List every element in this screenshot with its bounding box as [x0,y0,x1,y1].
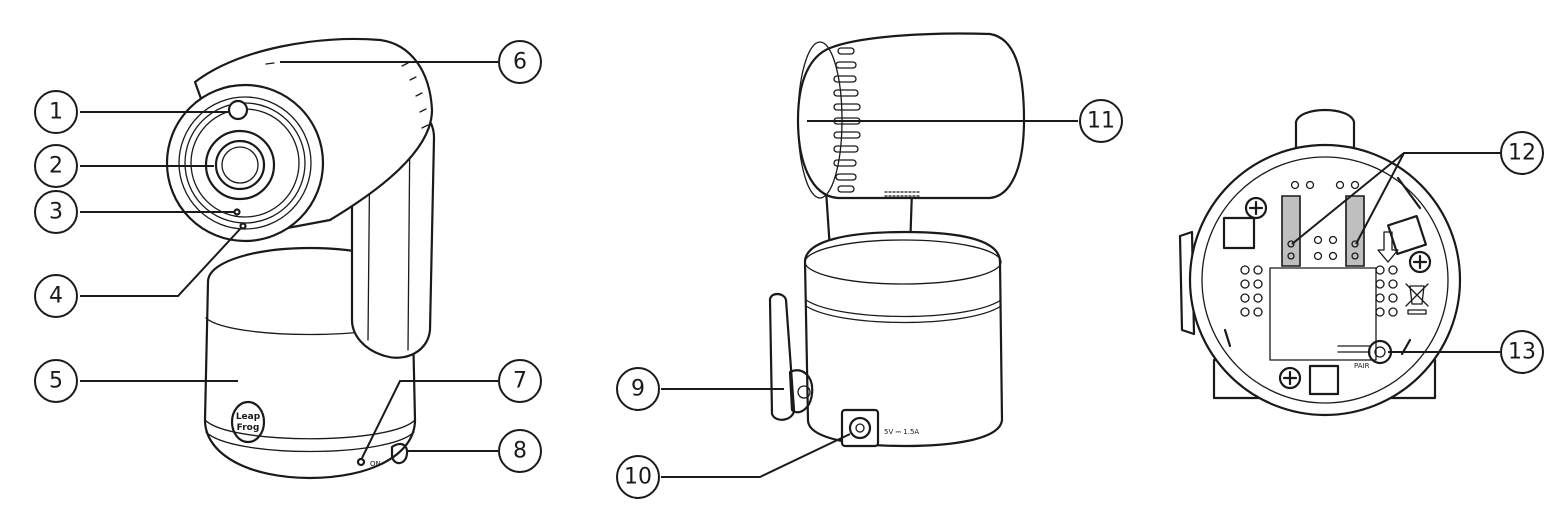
antenna-hinge [788,369,814,414]
on-label: ON [370,460,381,468]
callout-4: 4 [34,274,78,318]
callout-3: 3 [34,190,78,234]
speaker-grill [833,47,861,193]
callout-12-label: 12 [1508,141,1536,166]
callout-7: 7 [498,359,542,403]
callout-11-label: 11 [1087,109,1115,134]
power-port-housing [840,408,880,448]
back-base [803,230,1004,448]
callout-7-label: 7 [513,369,527,394]
power-port [848,416,872,440]
callout-1: 1 [34,90,78,134]
power-switch [390,442,409,465]
bottom-view-mount: PAIR [1178,108,1462,417]
callout-11: 11 [1079,99,1123,143]
light-sensor [227,99,249,121]
pad-square-left [1222,216,1256,250]
callout-1-label: 1 [49,100,63,125]
callout-13-label: 13 [1508,340,1536,365]
leapfrog-logo [230,400,266,444]
pad-square-right [1386,214,1428,256]
status-led [239,222,247,230]
leader-lines [80,61,1500,478]
callout-5-label: 5 [49,369,63,394]
charging-contact-left [1281,195,1301,267]
screw-icon-bottom [1278,366,1302,390]
callout-10-label: 10 [624,465,652,490]
charging-contact-right [1345,195,1365,267]
callout-8-label: 8 [513,439,527,464]
logo-text-2: Frog [237,423,260,433]
callout-6-label: 6 [513,50,527,75]
callout-2: 2 [34,144,78,188]
callout-12: 12 [1500,131,1544,175]
ventilation-holes [1240,180,1398,317]
pair-label: PAIR [1354,362,1370,370]
callout-4-label: 4 [49,284,63,309]
power-led [356,457,366,467]
logo-text-1: Leap [236,412,261,422]
callout-2-label: 2 [49,154,63,179]
callout-9: 9 [616,367,660,411]
screw-icon-right [1408,250,1432,274]
back-head [796,32,1026,200]
callout-3-label: 3 [49,200,63,225]
callout-13: 13 [1500,330,1544,374]
arrow-down-icon [1377,231,1399,263]
antenna [768,292,796,421]
callout-9-label: 9 [631,377,645,402]
callout-6: 6 [498,40,542,84]
mount-disc [1188,143,1462,417]
callout-5: 5 [34,359,78,403]
label-area [1269,267,1377,361]
power-rating-label: 5V ⎓ 1.5A [884,428,919,436]
back-view-camera: 5V ⎓ 1.5A [768,32,1026,448]
callout-10: 10 [616,455,660,499]
weee-bin-icon [1405,283,1429,315]
front-view-camera: Leap Frog ON [165,37,436,480]
callout-8: 8 [498,429,542,473]
pad-square-bottom [1308,364,1340,396]
screw-icon-top-left [1244,196,1268,220]
microphone-hole [233,208,241,216]
